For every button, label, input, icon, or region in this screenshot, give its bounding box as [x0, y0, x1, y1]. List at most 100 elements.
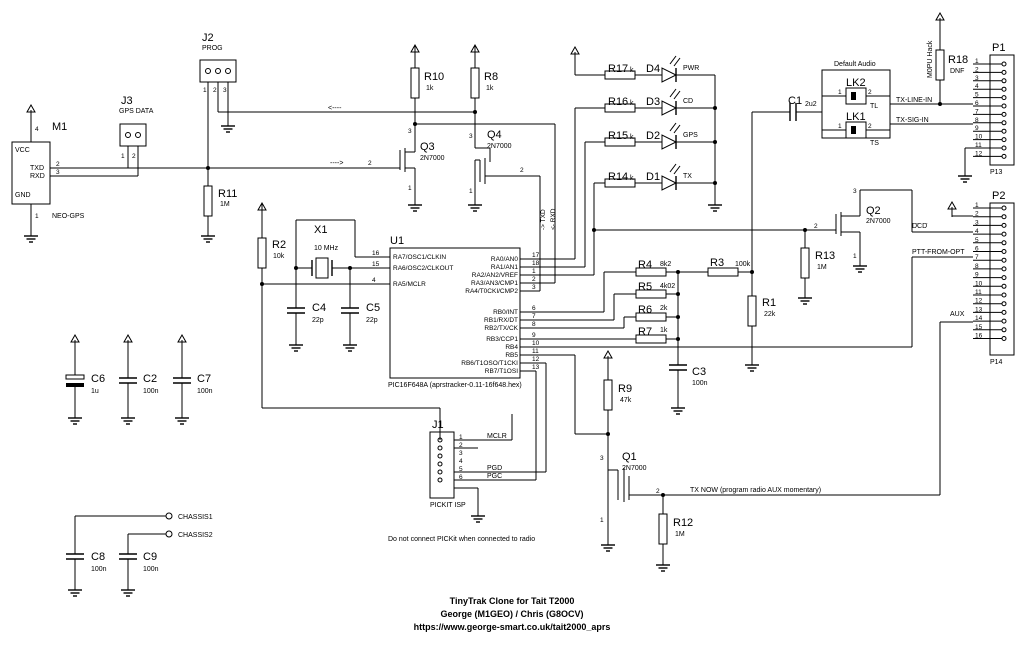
- p2-ref: P2: [992, 190, 1005, 202]
- r16-ref: R16: [608, 96, 628, 108]
- r8-ref: R8: [484, 71, 498, 83]
- r7-ref: R7: [638, 326, 652, 338]
- r1-val: 22k: [764, 311, 776, 318]
- u1-right-pin-name: RA0/AN0: [491, 256, 518, 263]
- p1-pin-number: 7: [975, 108, 979, 115]
- p2-pin: [1001, 318, 1007, 324]
- j2-ref: J2: [202, 32, 214, 44]
- q3-val: 2N7000: [420, 155, 445, 162]
- j3-ref: J3: [121, 95, 133, 107]
- p2-pin-number: 6: [975, 246, 979, 253]
- c4-ref: C4: [312, 302, 326, 314]
- p2-pin-number: 8: [975, 263, 979, 270]
- j1-name: PICKIT ISP: [430, 502, 466, 509]
- m0pu-hack: M0PU Hack: [927, 40, 934, 78]
- c3-val: 100n: [692, 380, 708, 387]
- u1-right-pin-number: 11: [532, 348, 539, 355]
- c1-ref: C1: [788, 95, 802, 107]
- j1-pin: [437, 445, 443, 451]
- d2-ref: D2: [646, 130, 660, 142]
- c2-ref: C2: [143, 373, 157, 385]
- p2-pin-number: 5: [975, 237, 979, 244]
- svg-text:1: 1: [838, 123, 842, 130]
- r11-val: 1M: [220, 201, 230, 208]
- tx-sig-in: TX-SIG-IN: [896, 117, 929, 124]
- q1-mosfet: Q1 2N7000 3 2 1: [600, 451, 660, 552]
- r3-val: 100k: [735, 261, 751, 268]
- u1-right-pin-number: 10: [532, 340, 540, 347]
- d1-ref: D1: [646, 171, 660, 183]
- ptt-from-opt: PTT-FROM-OPT: [912, 249, 965, 256]
- r2-ref: R2: [272, 239, 286, 251]
- p2-pin-number: 15: [975, 324, 983, 331]
- j1-pin-number: 5: [459, 466, 463, 473]
- svg-text:1: 1: [600, 517, 604, 524]
- c5-ref: C5: [366, 302, 380, 314]
- r12-val: 1M: [675, 531, 685, 538]
- r5-ref: R5: [638, 281, 652, 293]
- c9-ref: C9: [143, 551, 157, 563]
- u1-right-pin-name: RA4/T0CKI/CMP2: [465, 288, 518, 295]
- u1-right-pin-number: 7: [532, 313, 536, 320]
- m1-ref: M1: [52, 121, 67, 133]
- p1-pin: [1001, 95, 1007, 101]
- p1-pin: [1001, 153, 1007, 159]
- p2-pin-number: 1: [975, 202, 979, 209]
- u1-right-pin-name: RB5: [505, 352, 518, 359]
- p1-pin-number: 1: [975, 58, 979, 65]
- u1-right-pin-name: RB0/INT: [493, 309, 518, 316]
- p1-pin: [1001, 145, 1007, 151]
- p1-pin-number: 12: [975, 150, 983, 157]
- r1-ref: R1: [762, 297, 776, 309]
- svg-text:1: 1: [838, 89, 842, 96]
- m1-rxd: RXD: [30, 173, 45, 180]
- p2-pin: [1001, 309, 1007, 315]
- c6-val: 1u: [91, 388, 99, 395]
- q2-mosfet: Q2 2N7000 3 2 1: [814, 188, 891, 273]
- u1-right-pin-number: 17: [532, 252, 540, 259]
- r9-ref: R9: [618, 383, 632, 395]
- d4-name: PWR: [683, 65, 699, 72]
- mclr-label: MCLR: [487, 433, 507, 440]
- d3-name: CD: [683, 98, 693, 105]
- x1-ref: X1: [314, 224, 327, 236]
- j1-pin-number: 6: [459, 474, 463, 481]
- p1-pin: [1001, 61, 1007, 67]
- u1-left-pin-name: RA5/MCLR: [393, 281, 426, 288]
- u1-right-pin-name: RB1/RX/DT: [484, 317, 518, 324]
- p2-pin-number: 14: [975, 315, 983, 322]
- u1-left-pin-number: 16: [372, 250, 380, 257]
- rx-arrow: <- RXD: [550, 208, 557, 230]
- p1-pin-number: 2: [975, 66, 979, 73]
- c8-val: 100n: [91, 566, 107, 573]
- lk1-name: TS: [870, 140, 879, 147]
- u1-right-pin-number: 9: [532, 332, 536, 339]
- r15-ref: R15: [608, 130, 628, 142]
- c2-val: 100n: [143, 388, 159, 395]
- p2-pin: [1001, 292, 1007, 298]
- p13-ref: P13: [990, 169, 1003, 176]
- u1-right-pin-name: RB4: [505, 344, 518, 351]
- c5-val: 22p: [366, 317, 378, 324]
- p2-pin-number: 7: [975, 254, 979, 261]
- p1-pin: [1001, 128, 1007, 134]
- p1-pin-number: 8: [975, 117, 979, 124]
- r4-ref: R4: [638, 259, 652, 271]
- c8-ref: C8: [91, 551, 105, 563]
- r10-val: 1k: [426, 85, 434, 92]
- m1-gps-module: M1 4 VCC TXD RXD GND 2 3 1 NEO-GPS: [11, 104, 138, 243]
- c1-val: 2u2: [805, 101, 817, 108]
- u1-right-pin-name: RB7/T1OSI: [485, 368, 518, 375]
- aux-label: AUX: [950, 311, 965, 318]
- m1-name: NEO-GPS: [52, 213, 85, 220]
- j3-gps-header: J3 GPS DATA 1 2: [119, 95, 154, 176]
- svg-text:3: 3: [56, 169, 60, 176]
- r14-ref: R14: [608, 171, 628, 183]
- j1-pin-number: 2: [459, 442, 463, 449]
- p2-pin: [1001, 205, 1007, 211]
- m1-vcc: VCC: [15, 147, 30, 154]
- x1-val: 10 MHz: [314, 245, 339, 252]
- p2-pin-number: 2: [975, 211, 979, 218]
